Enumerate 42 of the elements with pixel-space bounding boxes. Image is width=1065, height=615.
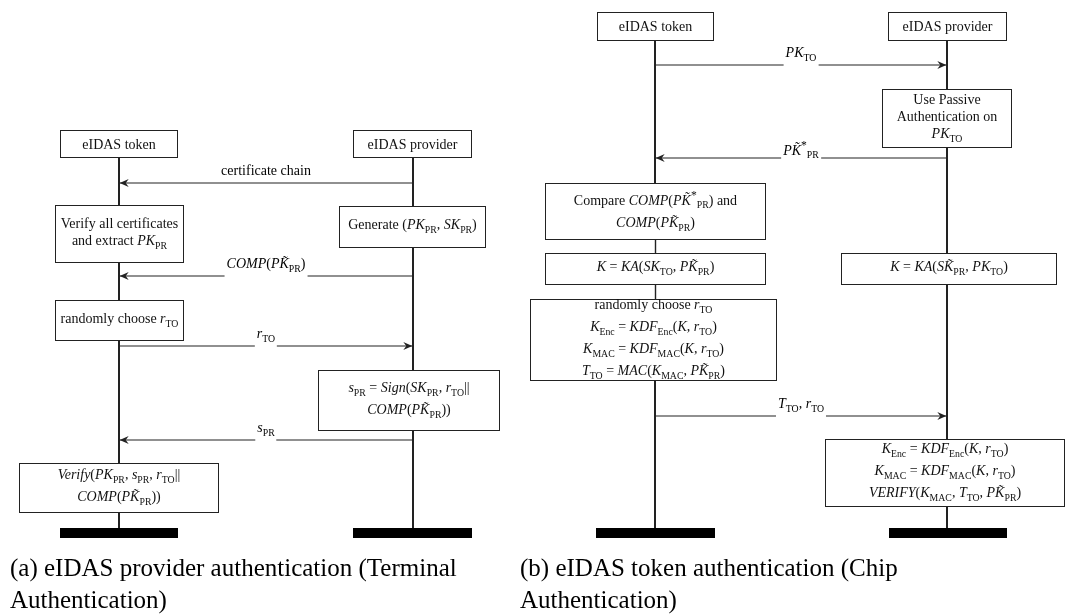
- formula-line: K$_{Enc}$ = KDF$_{Enc}$(K, r$_{TO}$): [590, 318, 717, 339]
- action-box: K = KA(SK̃$_{PR}$, PK$_{TO}$): [841, 253, 1057, 285]
- formula-line: randomly choose r$_{TO}$: [594, 296, 713, 318]
- lifeline: [946, 41, 948, 89]
- formula-line: VERIFY(K$_{MAC}$, T$_{TO}$, PK̃$_{PR}$): [868, 483, 1022, 505]
- participant-box: eIDAS token: [597, 12, 714, 41]
- action-box: [530, 299, 777, 381]
- action-box: Use Passive Authentication on PK$_{TO}$: [882, 89, 1012, 148]
- edge-label: COMP(PK̃$_{PR}$): [224, 256, 308, 277]
- lifeline: [946, 285, 948, 439]
- lifeline: [654, 41, 656, 183]
- edge-label: T$_{TO}$, r$_{TO}$: [776, 396, 826, 417]
- message-arrow: [119, 436, 413, 444]
- message-arrow: [655, 61, 947, 69]
- participant-box: eIDAS provider: [888, 12, 1007, 41]
- message-arrow: [119, 342, 413, 350]
- formula-line: K$_{MAC}$ = KDF$_{MAC}$(K, r$_{TO}$): [583, 340, 724, 361]
- formula-line: K$_{Enc}$ = KDF$_{Enc}$(K, r$_{TO}$): [881, 440, 1009, 462]
- message-arrow: [119, 179, 413, 187]
- edge-label: PK$_{TO}$: [783, 45, 819, 66]
- action-box: K = KA(SK$_{TO}$, PK̃$_{PR}$): [545, 253, 766, 285]
- lifeline: [654, 381, 656, 528]
- action-box: Verify(PK$_{PR}$, s$_{PR}$, r$_{TO}$|| COMP(PK̃$_{PR}$)): [19, 463, 219, 513]
- lifeline: [412, 248, 414, 370]
- formula-line: K$_{MAC}$ = KDF$_{MAC}$(K, r$_{TO}$): [874, 462, 1016, 483]
- lifeline: [118, 341, 120, 463]
- action-box: s$_{PR}$ = Sign(SK$_{PR}$, r$_{TO}$|| COMP(PK̃$_{PR}$)): [318, 370, 500, 431]
- action-box: Verify all certificates and extract PK$_{PR}$: [55, 205, 184, 263]
- participant-box: eIDAS provider: [353, 130, 472, 158]
- lifeline: [118, 263, 120, 300]
- lifeline: [412, 431, 414, 528]
- action-box: Generate (PK$_{PR}$, SK$_{PR}$): [339, 206, 486, 248]
- lifeline: [412, 158, 414, 206]
- subfigure-caption: (b) eIDAS token authentication (Chip Authentication): [520, 553, 899, 615]
- lifeline: [946, 148, 948, 253]
- lifeline: [118, 158, 120, 205]
- action-box: Compare COMP(PK̃$^{*}$$_{PR}$) and COMP(PK̃$_{PR}$): [545, 183, 766, 240]
- action-box: [825, 439, 1065, 507]
- formula-line: T$_{TO}$ = MAC(K$_{MAC}$, PK̃$_{PR}$): [581, 361, 725, 383]
- action-box: randomly choose r$_{TO}$: [55, 300, 184, 341]
- participant-box: eIDAS token: [60, 130, 178, 158]
- subfigure-caption: (a) eIDAS provider authentication (Terminal Authentication): [10, 553, 458, 615]
